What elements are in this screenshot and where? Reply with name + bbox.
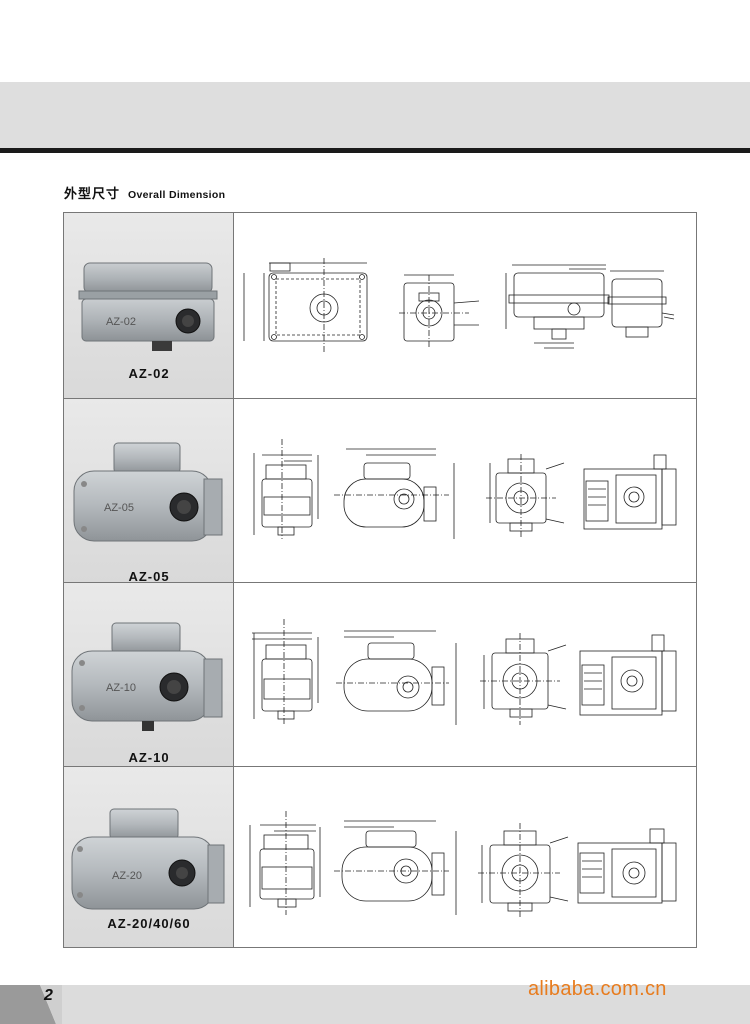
body-text: AZ-05 bbox=[104, 502, 134, 514]
product-photo-cell: AZ-20 AZ-20/40/60 bbox=[64, 767, 234, 947]
model-label: AZ-02 bbox=[128, 366, 170, 381]
dimension-drawings bbox=[234, 399, 696, 582]
dimension-table: AZ-02 AZ-02 bbox=[63, 212, 697, 948]
page-number: 2 bbox=[44, 987, 53, 1004]
model-label: AZ-10 bbox=[128, 750, 170, 765]
table-row: AZ-02 AZ-02 bbox=[64, 213, 696, 398]
technical-drawing bbox=[249, 811, 677, 917]
actuator-photo: AZ-02 bbox=[78, 262, 218, 351]
footer-band bbox=[62, 985, 750, 1024]
actuator-photo: AZ-10 bbox=[71, 622, 223, 731]
section-title-en: Overall Dimension bbox=[128, 189, 226, 201]
dimension-drawings bbox=[234, 767, 696, 947]
table-row: AZ-20 AZ-20/40/60 bbox=[64, 766, 696, 947]
model-label: AZ-20/40/60 bbox=[107, 916, 191, 931]
table-row: AZ-10 AZ-10 bbox=[64, 582, 696, 766]
dimension-drawings bbox=[234, 583, 696, 766]
actuator-photo: AZ-20 bbox=[71, 808, 225, 910]
technical-drawing bbox=[252, 619, 677, 725]
model-label: AZ-05 bbox=[128, 569, 170, 584]
body-text: AZ-10 bbox=[106, 682, 136, 694]
section-title: 外型尺寸 Overall Dimension bbox=[64, 183, 225, 202]
actuator-photo: AZ-05 bbox=[73, 442, 223, 542]
product-photo-cell: AZ-10 AZ-10 bbox=[64, 583, 234, 766]
dimension-drawings bbox=[234, 213, 696, 398]
product-photo-cell: AZ-02 AZ-02 bbox=[64, 213, 234, 398]
body-text: AZ-20 bbox=[112, 870, 142, 882]
body-text: AZ-02 bbox=[106, 316, 136, 328]
page-corner-tab bbox=[0, 985, 62, 1024]
header-band bbox=[0, 82, 750, 148]
watermark: alibaba.com.cn bbox=[528, 978, 667, 1000]
section-title-cn: 外型尺寸 bbox=[64, 187, 121, 202]
product-photo-cell: AZ-05 AZ-05 bbox=[64, 399, 234, 584]
technical-drawing bbox=[243, 258, 675, 353]
header-rule bbox=[0, 148, 750, 153]
technical-drawing bbox=[253, 439, 677, 539]
table-row: AZ-05 AZ-05 bbox=[64, 398, 696, 584]
